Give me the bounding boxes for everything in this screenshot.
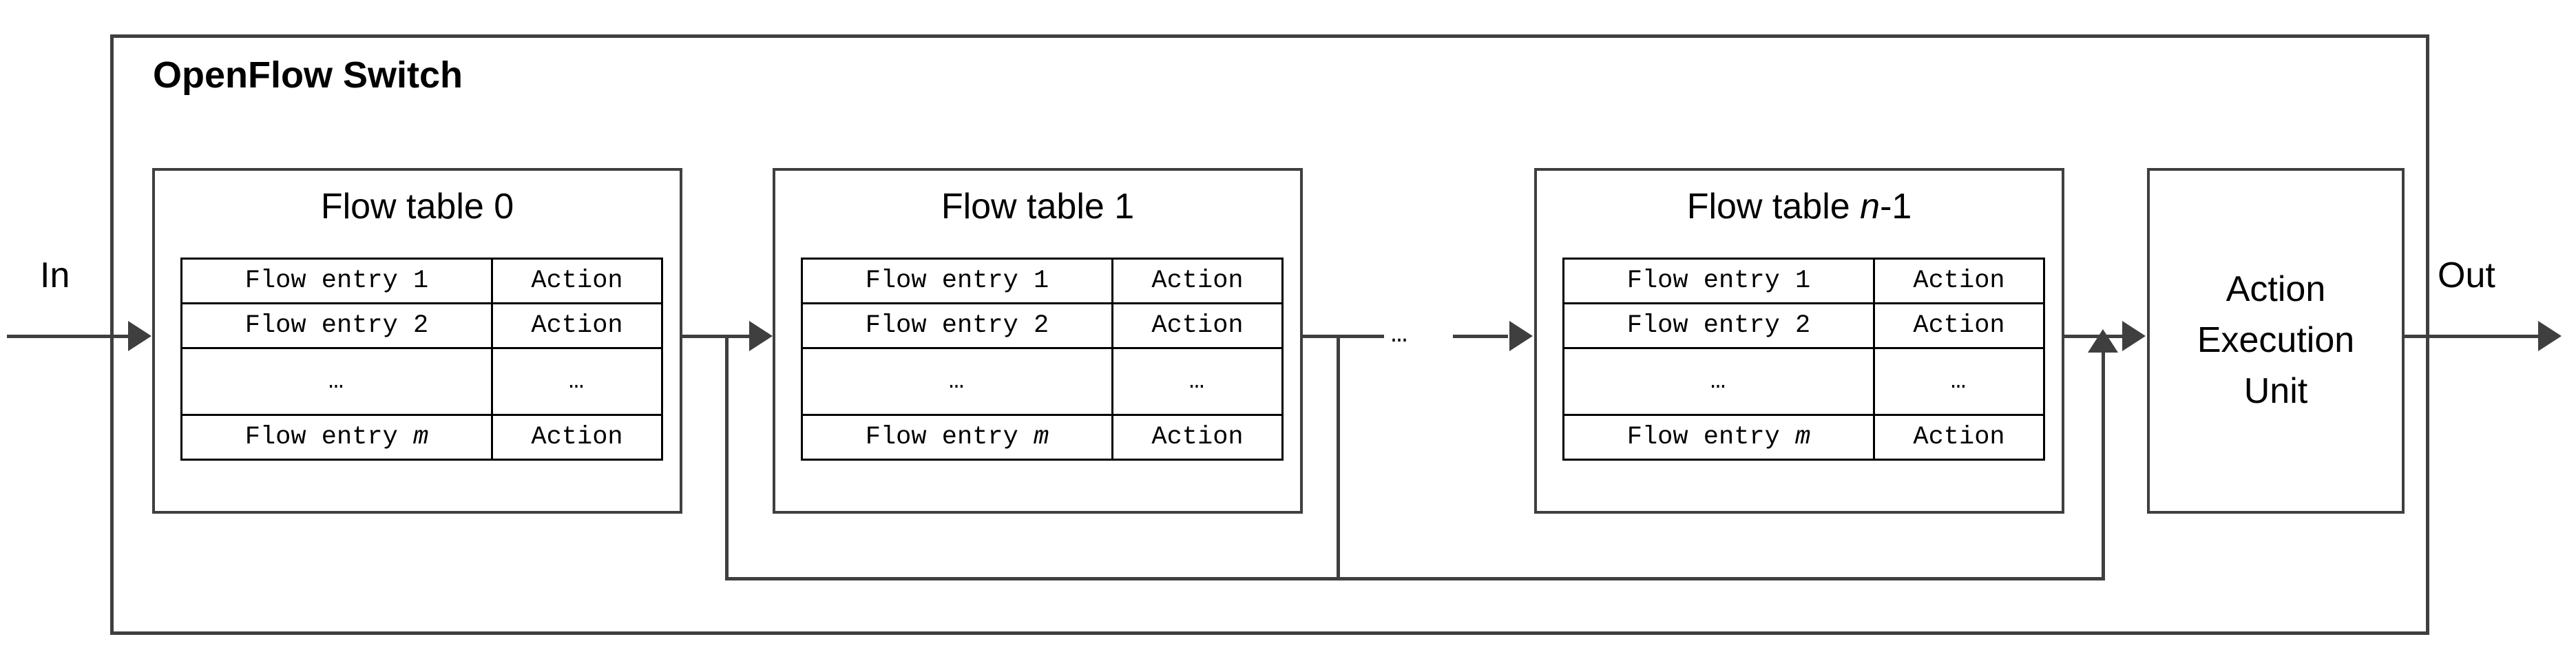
flow-entry-cell: Flow entry 2: [1562, 302, 1875, 349]
action-cell: Action: [1111, 414, 1284, 461]
flow-table-0-title: Flow table 0: [155, 186, 680, 227]
flow-entry-text: Flow entry 2: [865, 311, 1049, 340]
flow-entry-text: Flow entry: [865, 423, 1034, 452]
flow-entry-cell: Flow entry m: [801, 414, 1113, 461]
table-row: Flow entry 2 Action: [801, 302, 1284, 349]
table-row: Flow entry m Action: [1562, 414, 2045, 461]
flow-table-0-grid: Flow entry 1 Action Flow entry 2 Action …: [180, 258, 663, 461]
bypass-line-a-vertical: [725, 335, 729, 580]
flow-entry-text: Flow entry 1: [244, 266, 429, 295]
flow-table-1-title-index: 1: [1114, 187, 1135, 227]
flow-entry-ellipsis: …: [180, 347, 493, 416]
action-cell: Action: [1873, 302, 2045, 349]
table-row: Flow entry 2 Action: [1562, 302, 2045, 349]
flow-entry-cell: Flow entry 2: [801, 302, 1113, 349]
action-cell: Action: [1111, 258, 1284, 304]
table-row: Flow entry 2 Action: [180, 302, 663, 349]
action-cell: Action: [1873, 414, 2045, 461]
flow-entry-italic: m: [1034, 423, 1049, 452]
aeu-line-3: Unit: [2243, 370, 2308, 411]
openflow-switch-title: OpenFlow Switch: [153, 54, 463, 96]
flow-entry-text: Flow entry: [244, 423, 414, 452]
aeu-line-2: Execution: [2197, 320, 2355, 361]
flow-entry-cell: Flow entry m: [180, 414, 493, 461]
bypass-line-b-vertical: [1337, 335, 1340, 580]
flow-table-0-title-index: 0: [494, 187, 514, 227]
flow-table-n-1-title-italic: n: [1860, 187, 1881, 227]
flow-table-n-1-title: Flow table n-1: [1537, 186, 2062, 227]
flow-table-n-1-box: Flow table n-1 Flow entry 1 Action Flow …: [1534, 168, 2064, 514]
flow-table-1-title-prefix: Flow table: [941, 187, 1115, 227]
flow-entry-text: Flow entry: [1626, 423, 1796, 452]
table-n1-to-aeu-arrow-head: [2122, 321, 2146, 351]
action-execution-unit-box: Action Execution Unit: [2147, 168, 2405, 514]
out-connector-line: [2403, 335, 2541, 338]
table-row: Flow entry 1 Action: [180, 258, 663, 304]
table-row: Flow entry m Action: [180, 414, 663, 461]
table-row: Flow entry 1 Action: [1562, 258, 2045, 304]
flow-entry-cell: Flow entry 1: [180, 258, 493, 304]
action-ellipsis: …: [1873, 347, 2045, 416]
table-row: Flow entry 1 Action: [801, 258, 1284, 304]
ellipsis-to-table-n1-line: [1453, 335, 1508, 338]
flow-table-1-grid: Flow entry 1 Action Flow entry 2 Action …: [801, 258, 1284, 461]
ellipsis-to-table-n1-arrow-head: [1509, 321, 1533, 351]
flow-table-n-1-grid: Flow entry 1 Action Flow entry 2 Action …: [1562, 258, 2045, 461]
in-label: In: [40, 255, 70, 295]
in-connector-line: [7, 335, 131, 338]
flow-entry-cell: Flow entry 1: [1562, 258, 1875, 304]
feedback-riser-vertical: [2102, 350, 2105, 580]
out-arrow-head: [2538, 321, 2562, 351]
inter-table-ellipsis: …: [1391, 320, 1411, 350]
action-ellipsis: …: [491, 347, 663, 416]
flow-entry-italic: m: [1795, 423, 1811, 452]
flow-entry-ellipsis: …: [1562, 347, 1875, 416]
out-label: Out: [2438, 255, 2495, 295]
flow-table-1-box: Flow table 1 Flow entry 1 Action Flow en…: [773, 168, 1303, 514]
flow-table-n-1-title-prefix: Flow table: [1686, 187, 1861, 227]
table0-to-table1-arrow-head: [749, 321, 773, 351]
action-cell: Action: [491, 258, 663, 304]
action-ellipsis: …: [1111, 347, 1284, 416]
flow-table-n-1-title-index: -1: [1880, 187, 1912, 227]
flow-entry-text: Flow entry 2: [1626, 311, 1811, 340]
flow-entry-text: Flow entry 1: [1626, 266, 1811, 295]
table-row-ellipsis: … …: [180, 347, 663, 416]
flow-table-0-title-prefix: Flow table: [320, 187, 494, 227]
feedback-bottom-rail: [725, 577, 2105, 580]
table-row: Flow entry m Action: [801, 414, 1284, 461]
bypass-line-b-stub: [1303, 335, 1384, 338]
flow-entry-cell: Flow entry 2: [180, 302, 493, 349]
aeu-line-1: Action: [2226, 269, 2326, 310]
action-cell: Action: [1111, 302, 1284, 349]
flow-table-1-title: Flow table 1: [775, 186, 1300, 227]
feedback-arrow-head-up: [2088, 329, 2118, 353]
flow-entry-text: Flow entry 1: [865, 266, 1049, 295]
table-row-ellipsis: … …: [801, 347, 1284, 416]
flow-entry-cell: Flow entry 1: [801, 258, 1113, 304]
action-cell: Action: [491, 302, 663, 349]
flow-entry-italic: m: [413, 423, 429, 452]
in-arrow-head: [128, 321, 151, 351]
action-cell: Action: [491, 414, 663, 461]
table0-to-table1-line: [682, 335, 751, 338]
flow-entry-ellipsis: …: [801, 347, 1113, 416]
flow-entry-text: Flow entry 2: [244, 311, 429, 340]
flow-table-0-box: Flow table 0 Flow entry 1 Action Flow en…: [152, 168, 682, 514]
table-row-ellipsis: … …: [1562, 347, 2045, 416]
table-n1-to-aeu-line: [2064, 335, 2124, 338]
flow-entry-cell: Flow entry m: [1562, 414, 1875, 461]
action-cell: Action: [1873, 258, 2045, 304]
